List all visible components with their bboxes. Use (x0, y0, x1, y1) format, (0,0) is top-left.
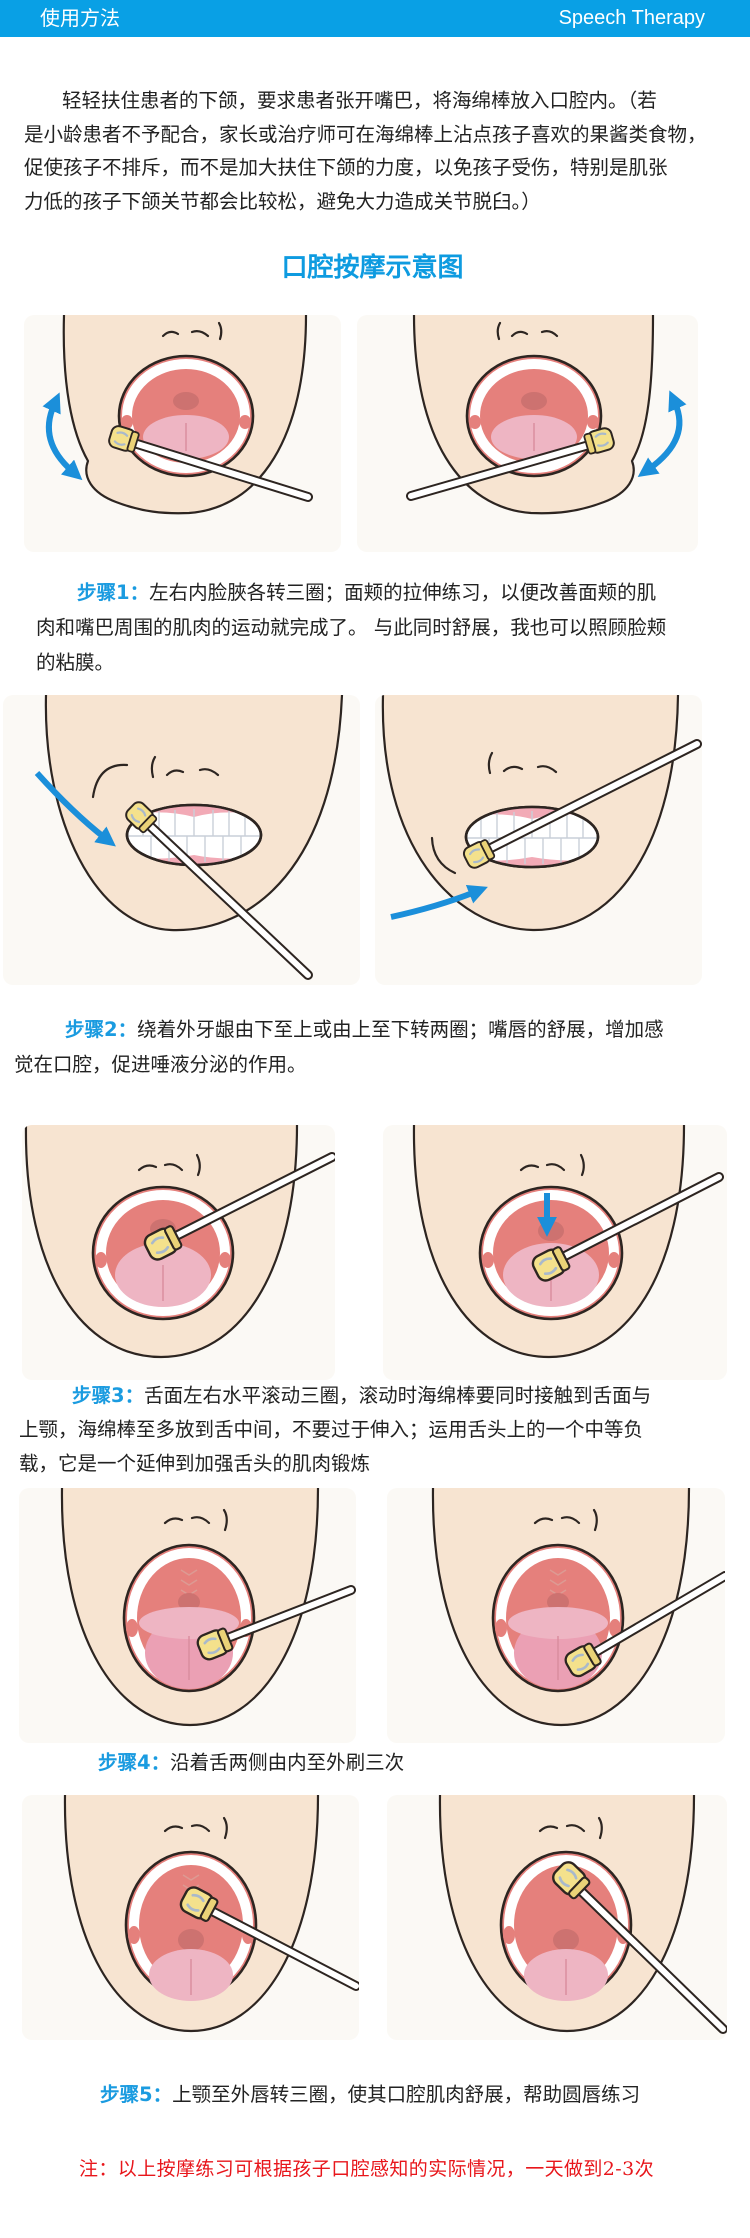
figure-step4-right (387, 1488, 725, 1743)
step-line: 步骤4：沿着舌两侧由内至外刷三次 (98, 1746, 404, 1780)
sponge-stick-icon (460, 739, 702, 872)
open-mouth-icon (122, 1543, 256, 1693)
step-text: 上颚至外唇转三圈，使其口腔肌肉舒展，帮助圆唇练习 (172, 2083, 641, 2106)
sponge-stick-icon (176, 1883, 359, 1991)
step-label: 步骤5： (100, 2083, 173, 2106)
curved-arrow-icon (34, 770, 116, 847)
figure-step3-left (22, 1125, 335, 1380)
sponge-stick-icon (561, 1571, 725, 1681)
sponge-stick-icon (548, 1857, 727, 2034)
step-text: 左右内脸脥各转三圈；面颊的拉伸练习，以便改善面颊的肌 (149, 581, 657, 604)
sponge-stick-icon (528, 1172, 724, 1285)
mouth-illustration (24, 1125, 335, 1359)
figure-step1-right (357, 315, 698, 552)
open-mouth-icon (117, 354, 255, 478)
figure-step5-left (22, 1795, 359, 2040)
intro-line: 力低的孩子下颌关节都会比较松，避免大力造成关节脱臼。） (24, 189, 541, 213)
step-label: 步骤4： (98, 1751, 171, 1774)
figure-step4-left (19, 1488, 356, 1743)
page-header: 使用方法 Speech Therapy (0, 0, 750, 37)
teeth-illustration (34, 695, 344, 980)
step-line: 上颚，海绵棒至多放到舌中间，不要过于伸入；运用舌头上的一个中等负 (19, 1418, 644, 1441)
step-2-text: 步骤2：绕着外牙龈由下至上或由上至下转两圈；嘴唇的舒展，增加感 觉在口腔，促进唾… (14, 1012, 664, 1082)
figure-step3-right (383, 1125, 727, 1380)
mouth-illustration (438, 1795, 727, 2034)
open-mouth-icon (491, 1543, 625, 1693)
sponge-stick-icon (406, 425, 617, 501)
header-title: 使用方法 (40, 6, 120, 30)
step-line: 载，它是一个延伸到加强舌头的肌肉锻炼 (19, 1452, 371, 1475)
step-line: 的粘膜。 (36, 651, 115, 674)
mouth-illustration (63, 1795, 359, 2033)
step-line: 步骤1：左右内脸脥各转三圈；面颊的拉伸练习，以便改善面颊的肌 (36, 575, 666, 610)
step-5-text: 步骤5：上颚至外唇转三圈，使其口腔肌肉舒展，帮助圆唇练习 (100, 2078, 640, 2112)
step-line: 步骤2：绕着外牙龈由下至上或由上至下转两圈；嘴唇的舒展，增加感 (14, 1012, 664, 1047)
step-3-text: 步骤3：舌面左右水平滚动三圈，滚动时海绵棒要同时接触到舌面与 上颚，海绵棒至多放… (19, 1379, 651, 1481)
frequency-note: 注：以上按摩练习可根据孩子口腔感知的实际情况，一天做到2-3次 (79, 2158, 654, 2180)
figure-step5-right (387, 1795, 727, 2040)
step-line: 步骤5：上颚至外唇转三圈，使其口腔肌肉舒展，帮助圆唇练习 (100, 2078, 640, 2112)
step-line: 步骤3：舌面左右水平滚动三圈，滚动时海绵棒要同时接触到舌面与 (19, 1379, 651, 1413)
mouth-illustration (406, 315, 687, 515)
sponge-stick-icon (122, 798, 313, 980)
intro-paragraph: 轻轻扶住患者的下颌，要求患者张开嘴巴，将海绵棒放入口腔内。（若 是小龄患者不予配… (24, 84, 707, 218)
step-label: 步骤2： (65, 1018, 138, 1041)
step-1-text: 步骤1：左右内脸脥各转三圈；面颊的拉伸练习，以便改善面颊的肌 肉和嘴巴周围的肌肉… (36, 575, 666, 680)
figure-step2-left (3, 695, 360, 985)
curved-arrow-icon (390, 884, 488, 920)
step-line: 肉和嘴巴周围的肌肉的运动就完成了。 与此同时舒展，我也可以照顾脸颊 (36, 616, 667, 639)
sponge-stick-icon (140, 1152, 335, 1264)
figure-step2-right (375, 695, 702, 985)
step-label: 步骤1： (77, 581, 150, 604)
teeth-illustration (381, 695, 702, 932)
step-4-text: 步骤4：沿着舌两侧由内至外刷三次 (98, 1746, 404, 1780)
open-mouth-icon (124, 1850, 258, 2001)
diagram-title: 口腔按摩示意图 (281, 253, 464, 283)
step-label: 步骤3： (72, 1384, 145, 1407)
mouth-illustration (431, 1488, 725, 1727)
mouth-illustration (60, 1488, 356, 1727)
mouth-illustration (412, 1125, 724, 1359)
mouth-illustration (42, 315, 313, 515)
intro-line: 轻轻扶住患者的下颌，要求患者张开嘴巴，将海绵棒放入口腔内。（若 (62, 89, 657, 112)
sponge-stick-icon (194, 1585, 356, 1664)
double-curved-arrow-icon (637, 390, 687, 478)
sponge-stick-icon (106, 423, 313, 502)
figure-step1-left (24, 315, 341, 552)
step-line: 觉在口腔，促进唾液分泌的作用。 (14, 1053, 307, 1076)
step-text: 绕着外牙龈由下至上或由上至下转两圈；嘴唇的舒展，增加感 (137, 1018, 664, 1041)
header-subtitle: Speech Therapy (558, 7, 705, 29)
step-text: 舌面左右水平滚动三圈，滚动时海绵棒要同时接触到舌面与 (144, 1384, 652, 1407)
intro-line: 促使孩子不排斥，而不是加大扶住下颌的力度，以免孩子受伤，特别是肌张 (24, 156, 668, 179)
step-text: 沿着舌两侧由内至外刷三次 (170, 1751, 405, 1774)
double-curved-arrow-icon (42, 392, 83, 481)
intro-line: 是小龄患者不予配合，家长或治疗师可在海绵棒上沾点孩子喜欢的果酱类食物， (24, 122, 707, 146)
